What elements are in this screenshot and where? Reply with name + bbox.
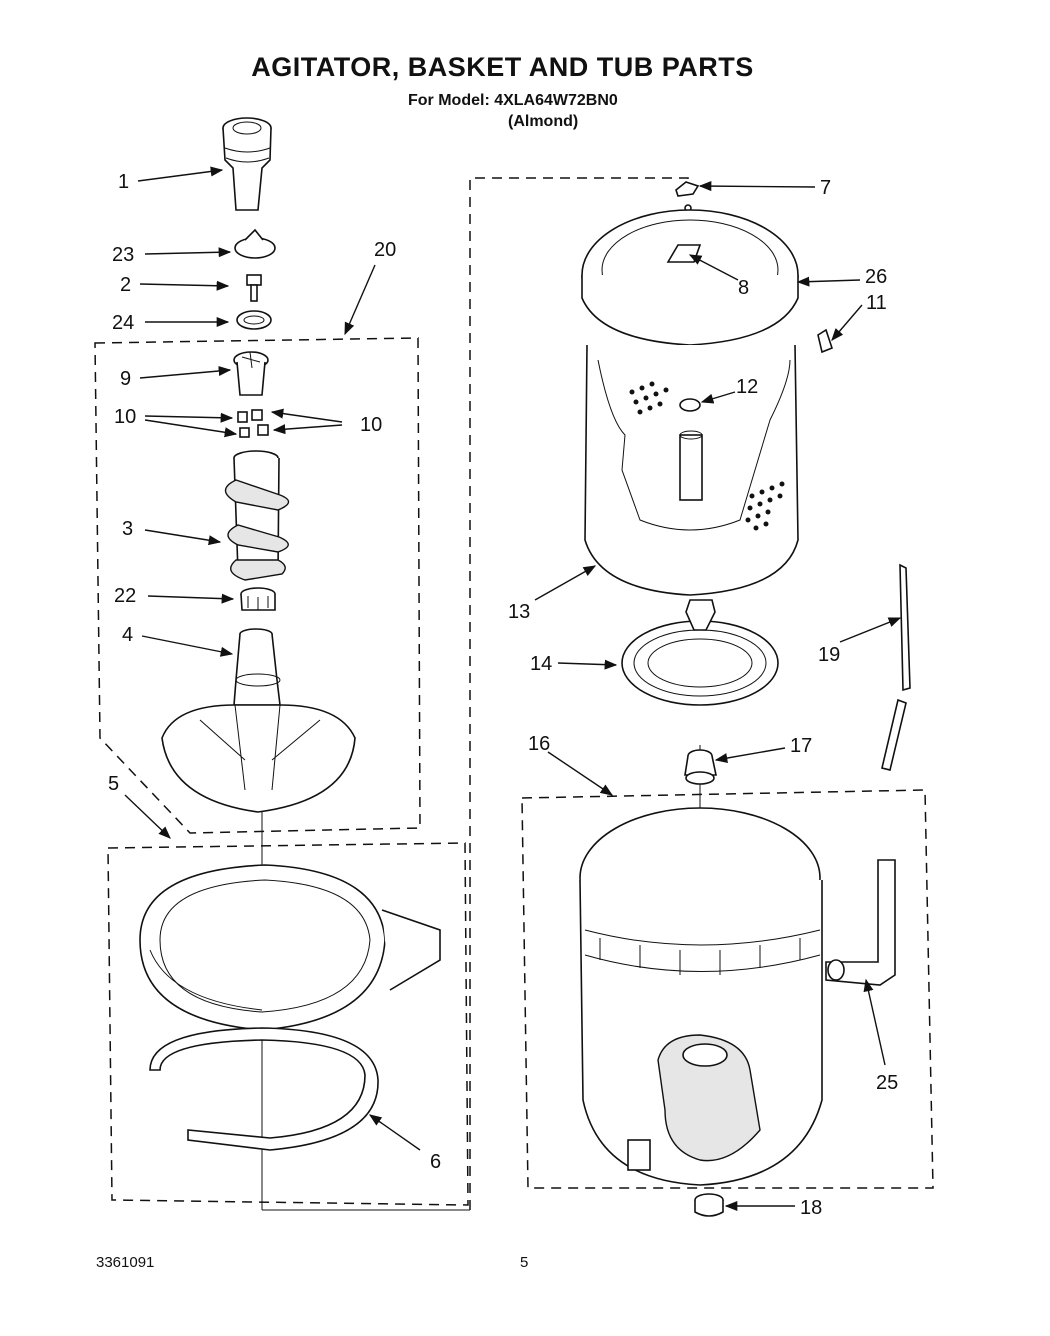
callout-18: 18 — [800, 1197, 822, 1219]
page-number: 5 — [520, 1254, 529, 1271]
part-24-seal-ring — [236, 310, 272, 330]
callout-16: 16 — [528, 733, 550, 755]
callout-10-right: 10 — [360, 414, 382, 436]
part-11-clip — [817, 328, 833, 354]
callout-14: 14 — [530, 653, 552, 675]
part-9-cam — [233, 351, 269, 396]
callout-25: 25 — [876, 1072, 898, 1094]
part-5-tub-ring — [139, 864, 441, 1031]
callout-3: 3 — [122, 518, 133, 540]
callout-12: 12 — [736, 376, 758, 398]
callout-2: 2 — [120, 274, 131, 296]
callout-6: 6 — [430, 1151, 441, 1173]
basket-holes-right — [745, 481, 785, 531]
callout-1: 1 — [118, 171, 129, 193]
callout-17: 17 — [790, 735, 812, 757]
doc-number: 3361091 — [96, 1254, 155, 1271]
part-16-outer-tub — [579, 807, 823, 1186]
callout-23: 23 — [112, 244, 134, 266]
part-6-clamp-ring — [149, 1027, 379, 1151]
callout-22: 22 — [114, 585, 136, 607]
model-line: For Model: 4XLA64W72BN0 — [408, 92, 618, 109]
part-17-nut — [684, 749, 717, 785]
callout-13: 13 — [508, 601, 530, 623]
part-14-hub — [621, 599, 779, 706]
callout-7: 7 — [820, 177, 831, 199]
part-1-agitator-cap — [222, 117, 272, 211]
page-title: AGITATOR, BASKET AND TUB PARTS — [251, 52, 754, 82]
callout-9: 9 — [120, 368, 131, 390]
callout-10-left: 10 — [114, 406, 136, 428]
part-26-balance-ring — [581, 209, 799, 346]
part-4-agitator-base — [161, 628, 356, 813]
assembly-box-16 — [521, 789, 934, 1189]
callout-8: 8 — [738, 277, 749, 299]
callout-24: 24 — [112, 312, 134, 334]
part-3-auger — [224, 450, 290, 581]
part-19-hose — [881, 563, 911, 771]
part-22-clutch — [240, 587, 276, 611]
callout-26: 26 — [865, 266, 887, 288]
leader-lines — [124, 166, 902, 1212]
callout-5: 5 — [108, 773, 119, 795]
callout-11: 11 — [866, 292, 887, 314]
callout-19: 19 — [818, 644, 840, 666]
part-25-hose — [825, 859, 896, 986]
part-2-bolt — [246, 274, 262, 302]
basket-holes-left — [629, 381, 669, 415]
part-7-cap — [675, 181, 700, 197]
callout-4: 4 — [122, 624, 133, 646]
part-13-basket — [584, 344, 799, 596]
color-line: (Almond) — [508, 113, 579, 130]
callout-numbers: 1 23 2 24 20 9 10 10 3 22 4 5 6 7 8 26 1… — [108, 171, 898, 1219]
callout-20: 20 — [374, 239, 396, 261]
part-18-grommet — [694, 1193, 724, 1217]
assembly-box-5 — [107, 842, 469, 1206]
part-10-dogs — [237, 409, 269, 438]
part-23-cap-insert — [234, 228, 276, 259]
